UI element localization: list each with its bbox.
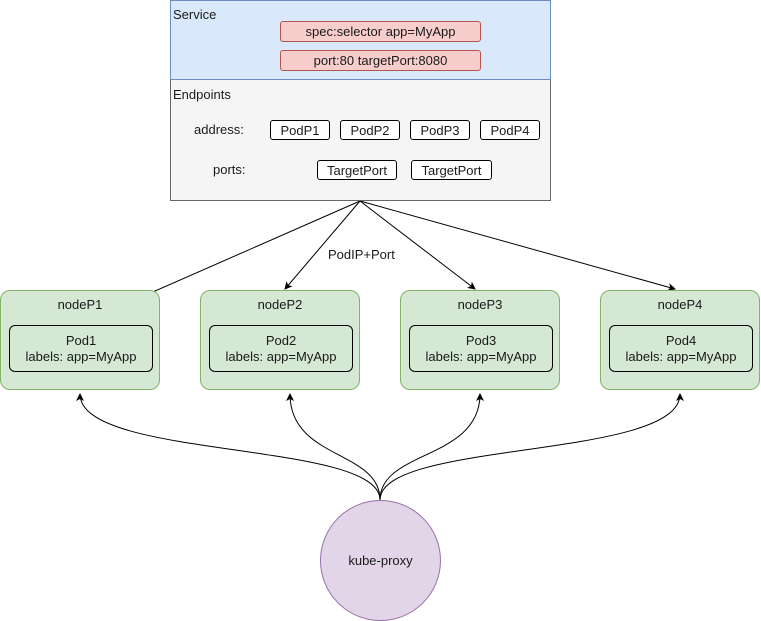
edge-label: PodIP+Port [326,247,397,262]
edge-endpoints-node4 [359,200,676,291]
pod-labels: labels: app=MyApp [25,348,137,364]
endpoints-title: Endpoints [173,87,231,102]
edge-endpoints-node3 [359,200,476,290]
pod-labels: labels: app=MyApp [225,348,337,364]
pod-name: Pod3 [465,332,497,348]
address-chip[interactable]: PodP3 [410,120,470,140]
address-chip[interactable]: PodP4 [480,120,540,140]
pod-name: Pod4 [665,332,697,348]
pod-box[interactable]: Pod2 labels: app=MyApp [209,325,353,372]
node-title: nodeP2 [257,297,303,312]
node-title: nodeP4 [657,297,703,312]
kube-proxy-circle[interactable]: kube-proxy [320,500,441,621]
address-chip[interactable]: PodP2 [340,120,400,140]
node-box[interactable]: nodeP3 Pod3 labels: app=MyApp [400,290,560,390]
port-chip[interactable]: TargetPort [411,160,492,180]
pod-name: Pod1 [65,332,97,348]
pod-box[interactable]: Pod3 labels: app=MyApp [409,325,553,372]
edge-proxy-node3 [379,393,484,501]
edge-proxy-node1 [76,393,381,501]
node-box[interactable]: nodeP2 Pod2 labels: app=MyApp [200,290,360,390]
node-box[interactable]: nodeP1 Pod1 labels: app=MyApp [0,290,160,390]
address-chip[interactable]: PodP1 [270,120,330,140]
node-title: nodeP3 [457,297,503,312]
pod-box[interactable]: Pod4 labels: app=MyApp [609,325,753,372]
ports-label: ports: [213,162,246,177]
port-chip[interactable]: TargetPort [317,160,397,180]
ports-box[interactable]: port:80 targetPort:8080 [280,50,481,71]
pod-labels: labels: app=MyApp [625,348,737,364]
node-title: nodeP1 [57,297,103,312]
kube-proxy-label: kube-proxy [348,553,413,568]
node-box[interactable]: nodeP4 Pod4 labels: app=MyApp [600,290,760,390]
pod-name: Pod2 [265,332,297,348]
service-box[interactable]: Service spec:selector app=MyApp port:80 … [170,0,551,80]
edge-endpoints-node2 [284,200,361,290]
pod-box[interactable]: Pod1 labels: app=MyApp [9,325,153,372]
selector-box[interactable]: spec:selector app=MyApp [280,21,481,42]
address-label: address: [194,122,244,137]
edge-proxy-node2 [286,393,381,501]
service-title: Service [173,7,217,22]
pod-labels: labels: app=MyApp [425,348,537,364]
endpoints-box[interactable]: Endpoints address: PodP1 PodP2 PodP3 Pod… [170,80,551,201]
edge-proxy-node4 [379,393,684,501]
